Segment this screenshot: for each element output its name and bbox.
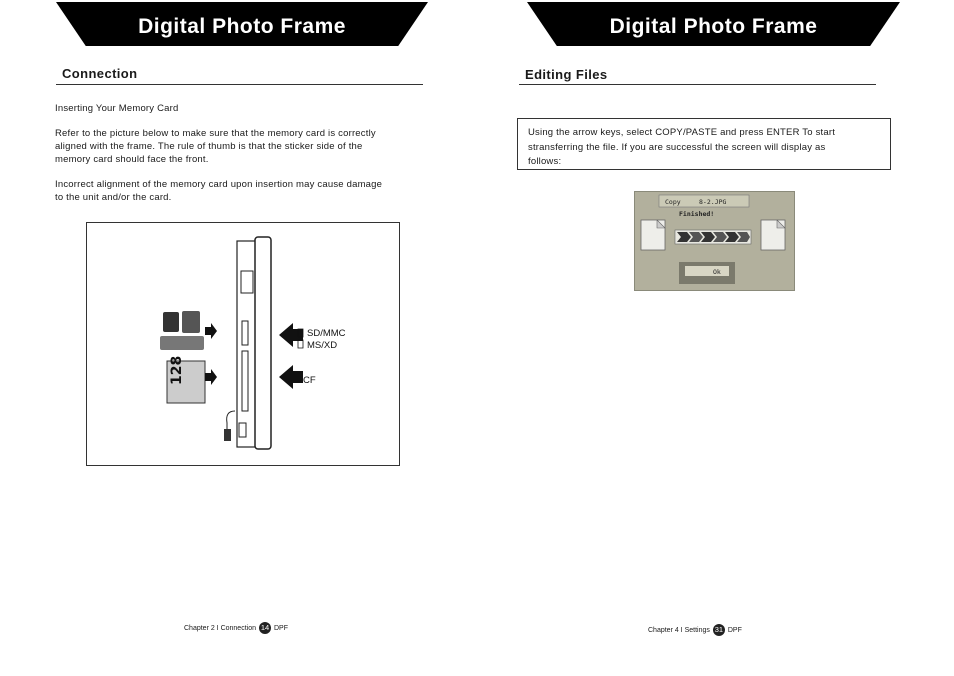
paragraph-refer-line2: aligned with the frame. The rule of thum… — [55, 141, 363, 152]
screen-finished-label: Finished! — [679, 210, 714, 218]
footer-suffix: DPF — [274, 624, 288, 632]
sd-card-icon — [182, 311, 200, 333]
section-divider — [56, 84, 423, 85]
screen-illustration: Copy 8-2.JPG Finished! Ok — [640, 194, 786, 284]
paragraph-incorrect-line2: to the unit and/or the card. — [55, 192, 172, 203]
memory-card-figure: 128 SD/MMC MS/XD CF — [86, 222, 400, 466]
slot-arrow-sd — [279, 323, 303, 347]
left-page: Digital Photo Frame Connection Inserting… — [55, 2, 428, 634]
page-number-badge: 31 — [712, 624, 725, 636]
footer-suffix: DPF — [727, 626, 742, 634]
insert-arrow-small-top — [205, 323, 217, 339]
label-cf: CF — [303, 375, 316, 386]
cf-card-text: 128 — [169, 356, 185, 385]
page-header-left: Digital Photo Frame — [56, 2, 428, 46]
page-header-title: Digital Photo Frame — [138, 15, 346, 38]
footer-left: Chapter 2 I Connection 14 DPF — [184, 622, 288, 634]
footer-chapter: Chapter 2 I Connection — [184, 624, 256, 632]
insert-arrow-small-bottom — [205, 369, 217, 385]
page-number-badge: 14 — [259, 622, 271, 634]
label-ms-xd: MS/XD — [307, 340, 337, 351]
memory-stick-icon — [160, 336, 204, 350]
screen-file-name: 8-2.JPG — [699, 198, 726, 206]
instruction-line3: follows: — [528, 156, 562, 167]
footer-chapter: Chapter 4 I Settings — [648, 626, 710, 634]
page-header-right: Digital Photo Frame — [527, 2, 900, 46]
paragraph-inserting: Inserting Your Memory Card — [55, 103, 179, 114]
paragraph-incorrect-line1: Incorrect alignment of the memory card u… — [55, 179, 383, 190]
copy-finished-screen: Copy 8-2.JPG Finished! Ok — [634, 191, 795, 291]
section-divider — [519, 84, 876, 85]
instruction-line2: stransferring the file. If you are succe… — [528, 141, 826, 153]
footer-right: Chapter 4 I Settings 31 DPF — [648, 624, 742, 636]
screen-ok-label: Ok — [713, 268, 721, 276]
right-page: Digital Photo Frame Editing Files Using … — [477, 0, 954, 676]
page-header-title: Digital Photo Frame — [609, 15, 818, 38]
label-sd-mmc: SD/MMC — [307, 328, 346, 339]
cf-card-icon — [166, 360, 206, 404]
memory-card-diagram: 128 SD/MMC MS/XD CF — [160, 236, 346, 450]
paragraph-refer-line3: memory card should face the front. — [55, 154, 209, 165]
slot-arrow-cf — [279, 365, 303, 389]
microsd-card-icon — [163, 312, 179, 332]
screen-copy-label: Copy — [665, 198, 681, 206]
paragraph-refer-line1: Refer to the picture below to make sure … — [55, 128, 376, 139]
screen-ok-button[interactable] — [685, 266, 729, 276]
section-heading-connection: Connection — [62, 66, 138, 81]
instruction-line1: Using the arrow keys, select COPY/PASTE … — [528, 127, 836, 138]
section-heading-editing-files: Editing Files — [525, 67, 608, 82]
instruction-box: Using the arrow keys, select COPY/PASTE … — [517, 118, 891, 170]
